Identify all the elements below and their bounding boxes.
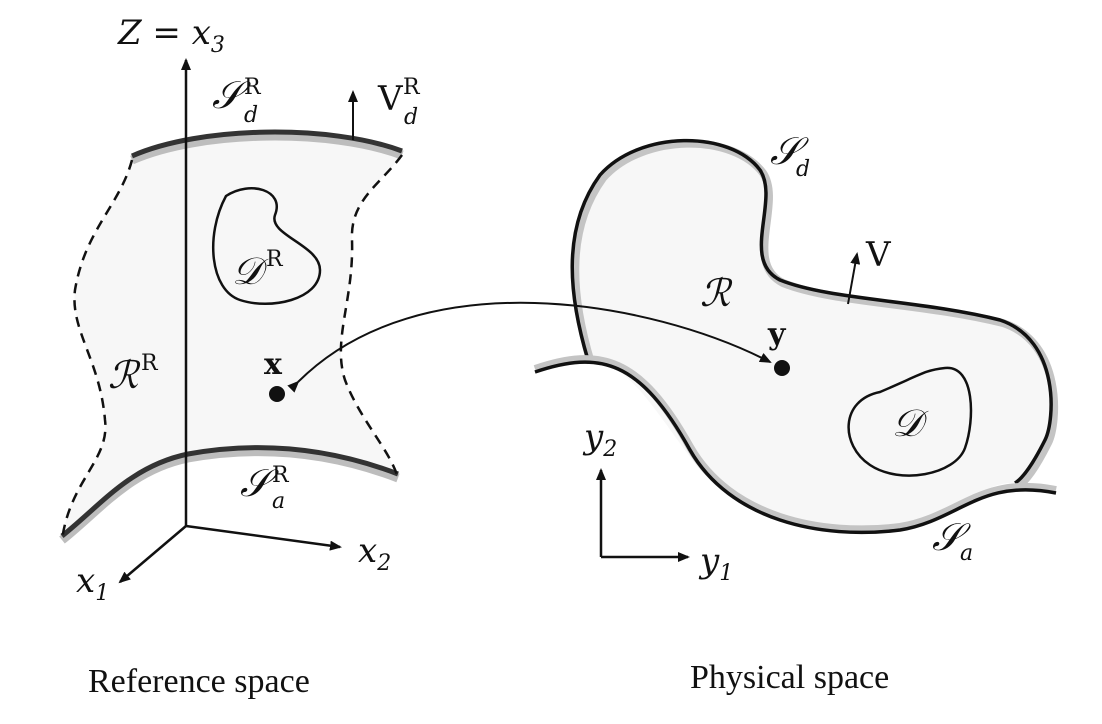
physical-top-surface [570,138,1053,485]
reference-velocity-label: V [377,79,404,119]
reference-region-label: ℛ [108,353,141,397]
reference-velocity-sup: R [403,75,421,100]
reference-bottom-surface-line [60,445,399,538]
z-axis-label: Z = x3 [117,13,225,58]
physical-velocity-arrow [847,252,861,305]
reference-bottom-surface-sup: R [272,463,290,488]
physical-point-label: y [767,317,787,352]
reference-velocity-sub: d [404,105,418,130]
x2-axis-label: x2 [358,531,391,576]
reference-bottom-surface [59,447,400,544]
reference-top-surface [130,131,404,165]
reference-top-surface-sup: R [244,75,262,100]
y2-axis-label: y2 [582,417,617,462]
physical-region-shape [572,140,1052,532]
x1-axis [118,525,187,584]
physical-region-label: ℛ [700,271,733,315]
physical-top-surface-sub: d [796,157,810,182]
physical-domain-shape [847,366,973,477]
physical-bottom-surface-sub: a [960,541,973,566]
reference-domain-shape [211,187,322,305]
physical-space-caption: Physical space [690,659,889,696]
reference-top-surface-sub: d [244,103,258,128]
reference-point-label: x [264,347,283,382]
reference-domain-sup: R [266,247,284,272]
reference-region-sup: R [141,351,159,376]
x1-axis-label: x1 [76,561,109,606]
reference-region-shape [62,136,402,540]
physical-point-y [774,360,790,376]
x2-axis [185,524,342,551]
reference-top-surface-line [130,129,403,159]
y1-axis-label: y1 [698,541,733,586]
reference-right-boundary [339,154,404,479]
reference-point-x [269,386,285,402]
mapping-arrow [287,301,772,393]
physical-velocity-label: V [865,235,892,275]
reference-bottom-surface-sub: a [272,489,285,514]
reference-space-caption: Reference space [88,663,310,700]
